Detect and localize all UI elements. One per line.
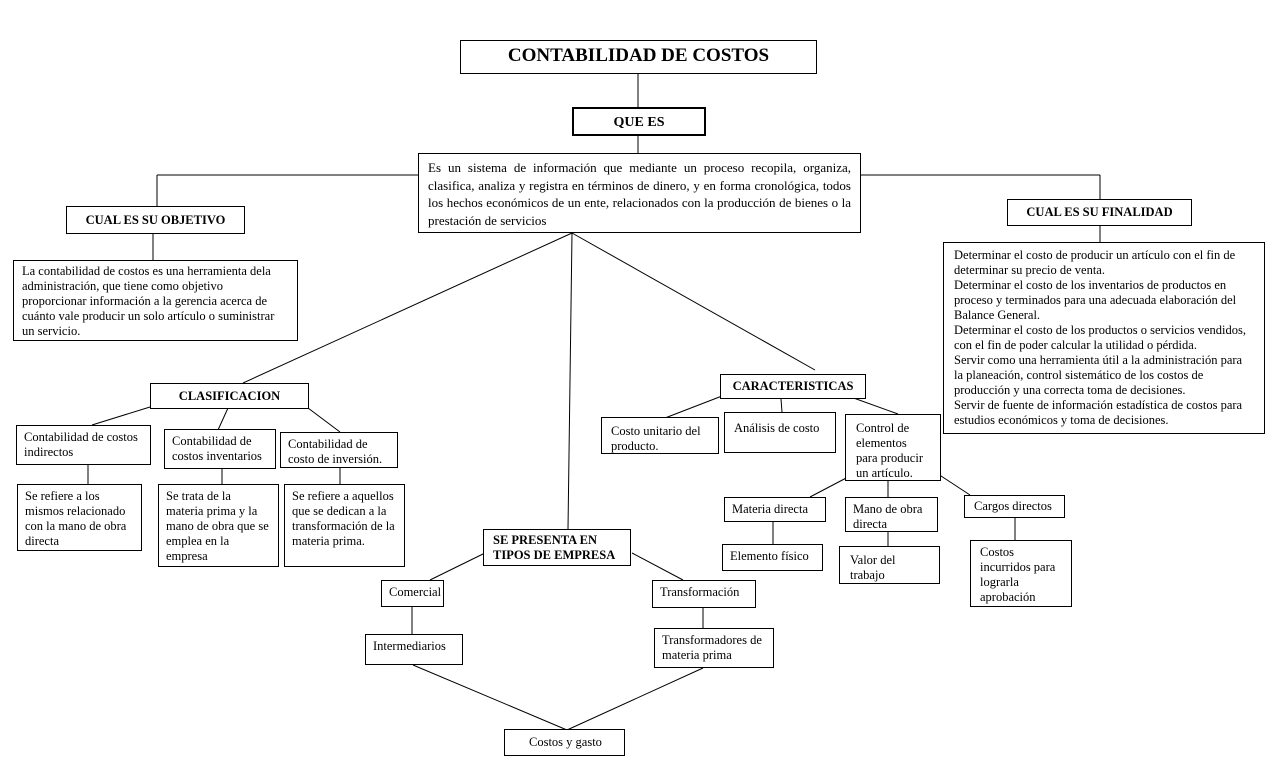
costos-incurridos-box: Costos incurridos para lograrla aprobaci…	[970, 540, 1072, 607]
diagram-title: CONTABILIDAD DE COSTOS	[460, 40, 817, 74]
transformacion-box: Transformación	[652, 580, 756, 608]
line-intermediarios-costos	[412, 664, 568, 731]
elemento-fisico-box: Elemento físico	[722, 544, 823, 571]
transformadores-box: Transformadores de materia prima	[654, 628, 774, 668]
costo-unitario-box: Costo unitario del producto.	[601, 417, 719, 454]
line-def-clasificacion	[242, 232, 573, 384]
finalidad-text: Determinar el costo de producir un artíc…	[943, 242, 1265, 434]
line-def-tipos	[567, 232, 573, 530]
cargos-directos-box: Cargos directos	[964, 495, 1065, 518]
line-control-cargos	[937, 473, 971, 496]
caracteristicas-label: CARACTERISTICAS	[720, 374, 866, 399]
objetivo-text: La contabilidad de costos es una herrami…	[13, 260, 298, 341]
clasificacion-label: CLASIFICACION	[150, 383, 309, 409]
line-tipos-transformacion	[631, 552, 684, 581]
clasificacion-item-1: Contabilidad de costos indirectos	[16, 425, 151, 465]
finalidad-label: CUAL ES SU FINALIDAD	[1007, 199, 1192, 226]
mano-obra-box: Mano de obra directa	[845, 497, 938, 532]
line-control-materia	[809, 475, 851, 498]
comercial-box: Comercial	[381, 580, 444, 607]
clasificacion-desc-3: Se refiere a aquellos que se dedican a l…	[284, 484, 405, 567]
line-clas-2	[217, 407, 229, 431]
analisis-costo-box: Análisis de costo	[724, 412, 836, 453]
line-car-costo	[664, 395, 723, 419]
objetivo-label: CUAL ES SU OBJETIVO	[66, 206, 245, 234]
line-car-analisis	[780, 398, 783, 413]
materia-directa-box: Materia directa	[724, 497, 826, 522]
definition-box: Es un sistema de información que mediant…	[418, 153, 861, 233]
control-elementos-box: Control de elementos para producir un ar…	[845, 414, 941, 481]
line-car-control	[847, 395, 899, 415]
costos-gasto-box: Costos y gasto	[504, 729, 625, 756]
line-transformadores-costos	[566, 667, 704, 731]
intermediarios-box: Intermediarios	[365, 634, 463, 665]
que-es-label: QUE ES	[572, 107, 706, 136]
valor-trabajo-box: Valor del trabajo	[839, 546, 940, 584]
tipos-label: SE PRESENTA EN TIPOS DE EMPRESA	[483, 529, 631, 566]
line-clas-1	[91, 406, 151, 426]
line-clas-3	[307, 407, 341, 433]
clasificacion-desc-2: Se trata de la materia prima y la mano d…	[158, 484, 279, 567]
clasificacion-item-2: Contabilidad de costos inventarios	[164, 429, 276, 469]
clasificacion-desc-1: Se refiere a los mismos relacionado con …	[17, 484, 142, 551]
clasificacion-item-3: Contabilidad de costo de inversión.	[280, 432, 398, 468]
line-def-caracteristicas	[571, 232, 816, 371]
line-tipos-comercial	[429, 552, 486, 581]
